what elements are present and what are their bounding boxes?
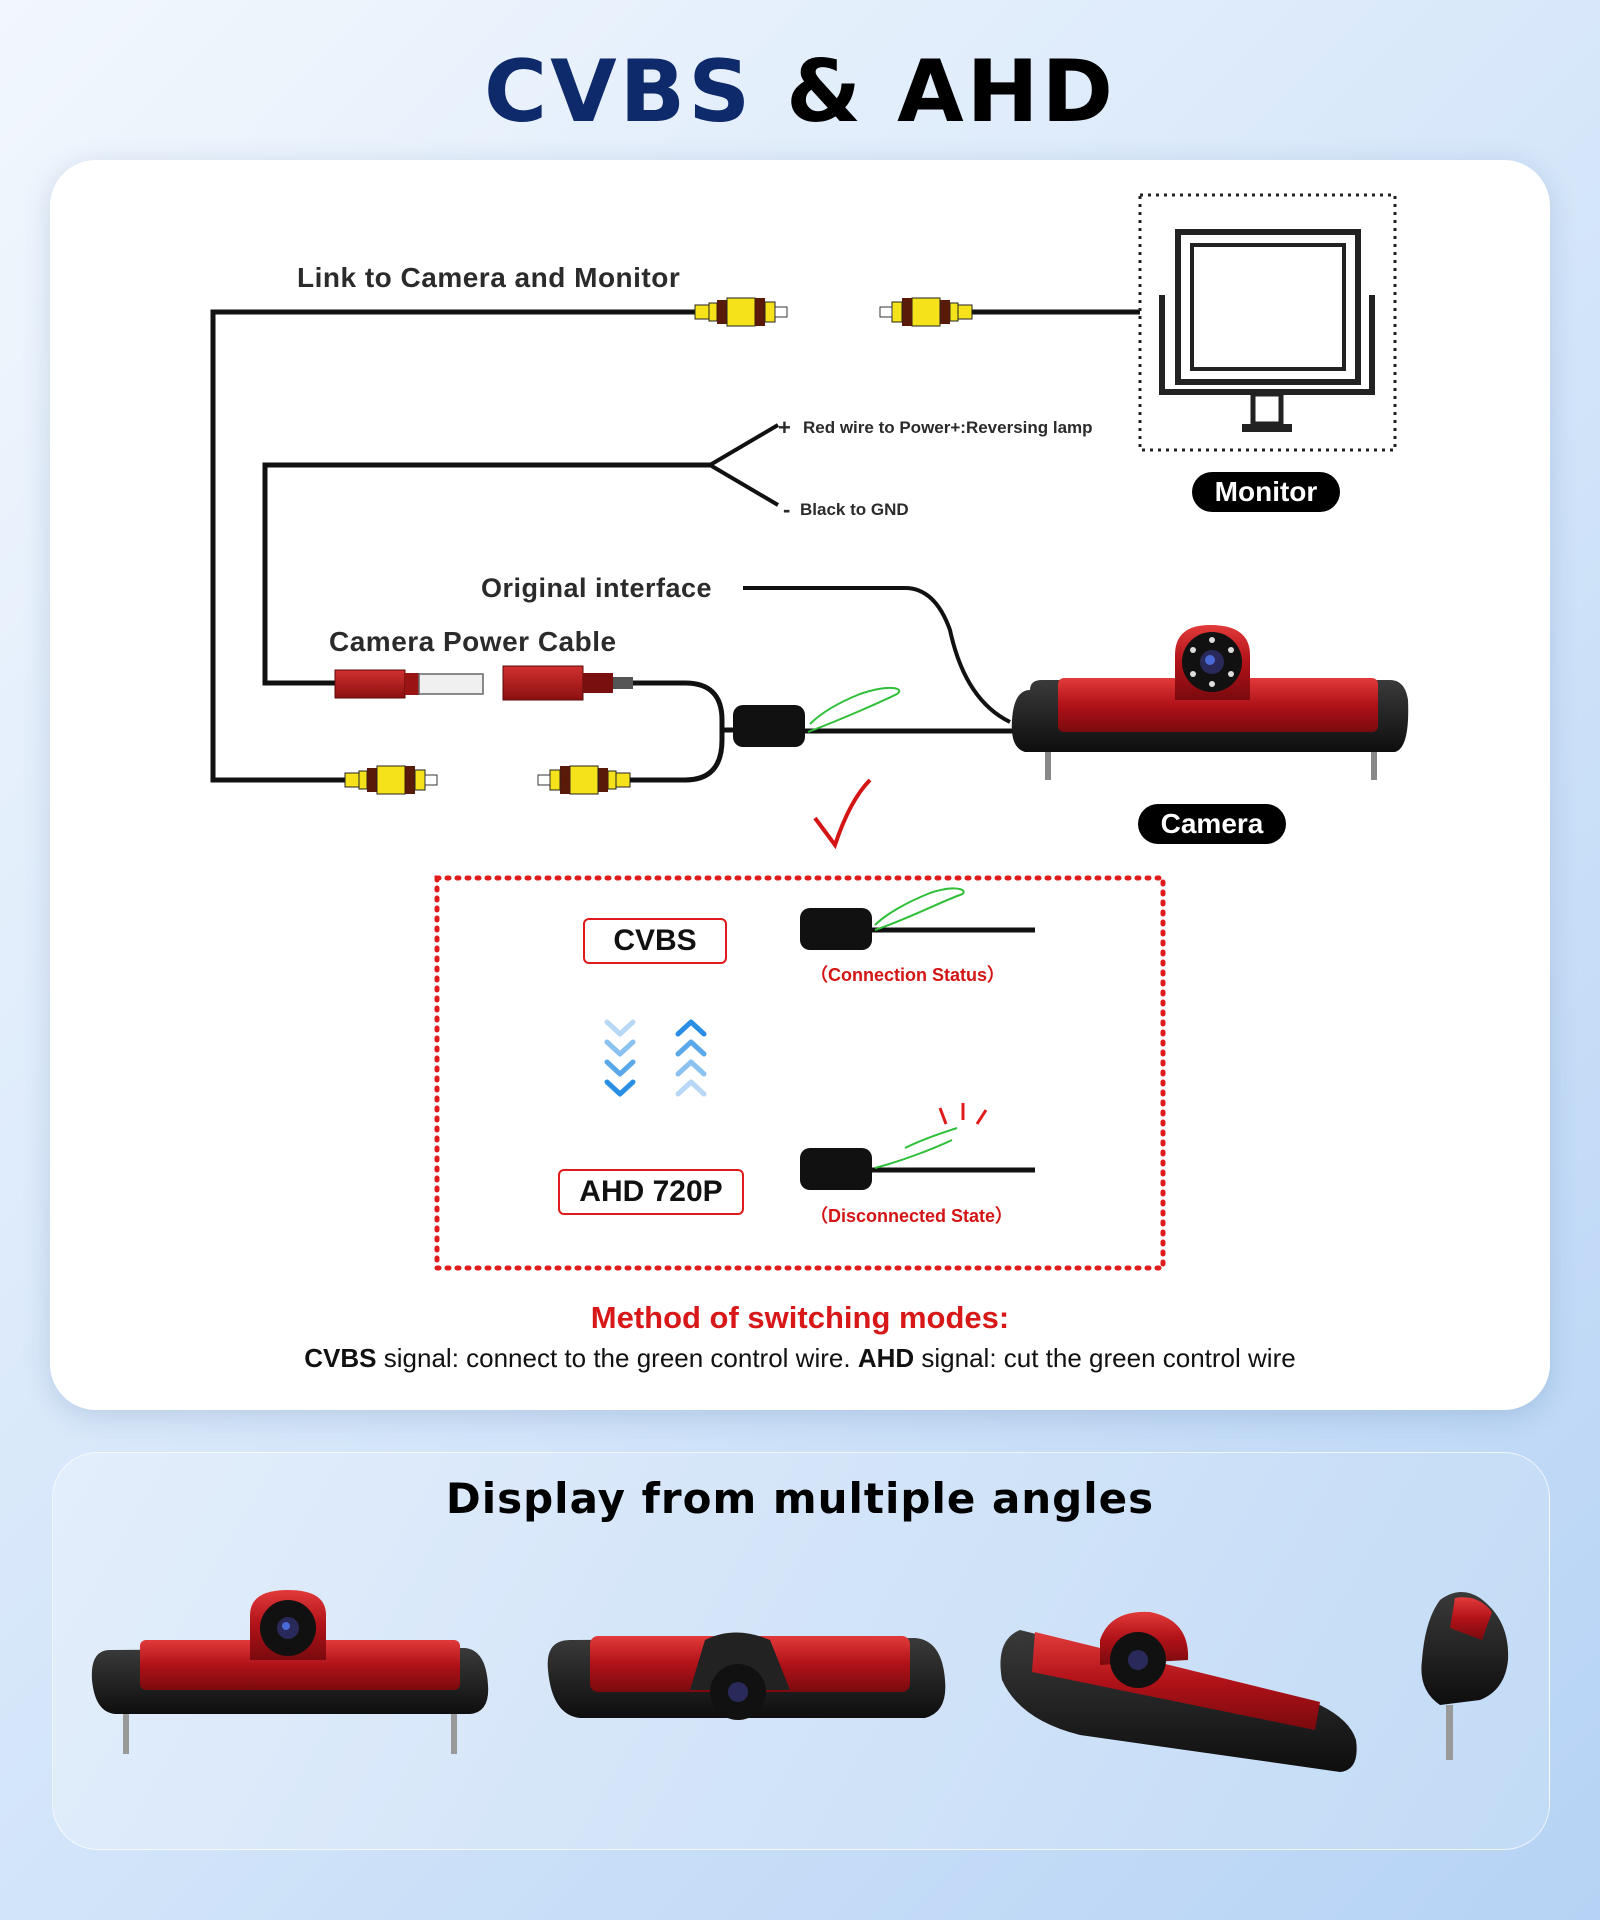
video-cable	[210, 309, 695, 783]
chevrons-up-icon	[675, 1019, 707, 1097]
rca-plug-left-top	[694, 297, 788, 327]
mode-switch-box	[434, 875, 1166, 1271]
monitor-label: Monitor	[1192, 472, 1340, 512]
rca-plug-right-bottom	[537, 765, 631, 795]
original-interface-cable	[743, 586, 1011, 724]
monitor-icon	[1138, 193, 1397, 452]
title-ahd: & AHD	[786, 42, 1116, 142]
link-label: Link to Camera and Monitor	[297, 262, 681, 293]
camera-view-bottom	[547, 1632, 946, 1720]
down-arrow-mark	[813, 778, 872, 850]
camera-icon	[1011, 625, 1409, 780]
control-box	[733, 705, 805, 747]
method-cvbs-bold: CVBS	[304, 1343, 377, 1373]
angles-title: Display from multiple angles	[445, 1474, 1155, 1523]
cvbs-connector	[800, 908, 872, 950]
method-cvbs-text: signal: connect to the green control wir…	[376, 1343, 858, 1373]
plus-sign: +	[778, 415, 791, 440]
camera-view-front	[91, 1590, 489, 1754]
rca-plug-left-bottom	[344, 765, 438, 795]
power-cable-label: Camera Power Cable	[329, 626, 617, 657]
method-ahd-text: signal: cut the green control wire	[914, 1343, 1296, 1373]
ahd-connector	[800, 1148, 872, 1190]
method-title: Method of switching modes:	[590, 1300, 1010, 1335]
method-text: CVBS signal: connect to the green contro…	[0, 1343, 1600, 1374]
chevrons-down-icon	[604, 1019, 636, 1097]
power-cable	[262, 462, 710, 686]
camera-label: Camera	[1138, 804, 1286, 844]
ahd-mode-label: AHD 720P	[558, 1169, 744, 1215]
method-ahd-bold: AHD	[857, 1343, 915, 1373]
cvbs-state-label: （Connection Status）	[810, 965, 1006, 985]
original-interface-label: Original interface	[481, 573, 713, 603]
cvbs-mode-label: CVBS	[583, 918, 727, 964]
camera-view-side	[1421, 1591, 1509, 1760]
power-plug-right	[502, 665, 633, 701]
ahd-state-label: （Disconnected State）	[810, 1206, 1014, 1226]
camera-view-angled	[1000, 1611, 1357, 1772]
title-cvbs: CVBS	[484, 42, 754, 142]
black-wire-label: Black to GND	[800, 500, 909, 519]
power-plug-left	[334, 669, 484, 699]
minus-sign: -	[783, 497, 791, 522]
rca-plug-right-top	[879, 297, 973, 327]
red-wire-label: Red wire to Power+:Reversing lamp	[803, 418, 1093, 437]
main-title: CVBS & AHD	[0, 40, 1600, 144]
